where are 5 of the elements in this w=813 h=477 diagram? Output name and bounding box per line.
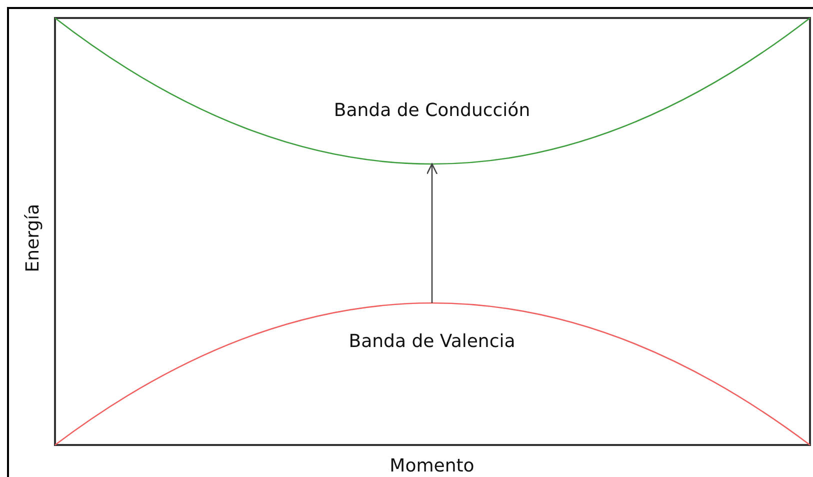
- arrow: [426, 163, 438, 303]
- x-axis-title: Momento: [390, 456, 474, 476]
- band-label: Banda de Valencia: [348, 331, 516, 352]
- y-axis-title: Energía: [22, 204, 44, 272]
- band-label: Banda de Conducción: [334, 100, 530, 121]
